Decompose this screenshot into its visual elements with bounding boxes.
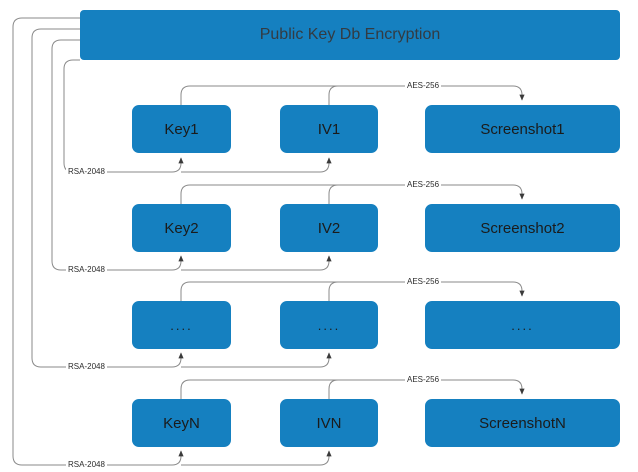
aes-iv-to-shot-4 <box>328 379 405 399</box>
rsa-to-key-1 <box>120 157 184 173</box>
node-iv-n[interactable]: IVN <box>280 399 378 447</box>
edge-label-rsa-3: RSA-2048 <box>66 362 107 372</box>
rsa-bus-1 <box>63 59 120 173</box>
header-public-key-db-encryption[interactable]: Public Key Db Encryption <box>80 10 620 60</box>
rsa-to-iv-3 <box>181 352 332 368</box>
node-key-n[interactable]: KeyN <box>132 399 231 447</box>
edge-label-rsa-1: RSA-2048 <box>66 167 107 177</box>
edge-label-aes-2: AES-256 <box>405 180 442 190</box>
edge-label-rsa-4: RSA-2048 <box>66 460 107 470</box>
rsa-to-iv-1 <box>181 157 332 173</box>
rsa-to-key-3 <box>120 352 184 368</box>
aes-key-to-shot-3 <box>180 281 525 301</box>
aes-iv-to-shot-2 <box>328 184 405 204</box>
edge-label-aes-4: AES-256 <box>405 375 442 385</box>
node-screenshot-2[interactable]: Screenshot2 <box>425 204 620 252</box>
rsa-bus-2 <box>51 39 120 271</box>
node-key-2[interactable]: Key2 <box>132 204 231 252</box>
node-key-ellipsis[interactable]: .... <box>132 301 231 349</box>
rsa-to-key-4 <box>120 450 184 466</box>
edge-label-rsa-2: RSA-2048 <box>66 265 107 275</box>
aes-iv-to-shot-3 <box>328 281 405 301</box>
edge-label-aes-3: AES-256 <box>405 277 442 287</box>
node-key-1[interactable]: Key1 <box>132 105 231 153</box>
rsa-to-iv-2 <box>181 255 332 271</box>
rsa-to-iv-4 <box>181 450 332 466</box>
rsa-to-key-2 <box>120 255 184 271</box>
node-screenshot-n[interactable]: ScreenshotN <box>425 399 620 447</box>
rsa-bus-3 <box>31 28 120 368</box>
aes-key-to-shot-1 <box>180 85 525 105</box>
aes-iv-to-shot-1 <box>328 85 405 105</box>
node-iv-ellipsis[interactable]: .... <box>280 301 378 349</box>
aes-key-to-shot-4 <box>180 379 525 399</box>
rsa-bus-4 <box>12 17 120 466</box>
node-iv-2[interactable]: IV2 <box>280 204 378 252</box>
node-screenshot-1[interactable]: Screenshot1 <box>425 105 620 153</box>
aes-key-to-shot-2 <box>180 184 525 204</box>
node-screenshot-ellipsis[interactable]: .... <box>425 301 620 349</box>
edge-label-aes-1: AES-256 <box>405 81 442 91</box>
node-iv-1[interactable]: IV1 <box>280 105 378 153</box>
